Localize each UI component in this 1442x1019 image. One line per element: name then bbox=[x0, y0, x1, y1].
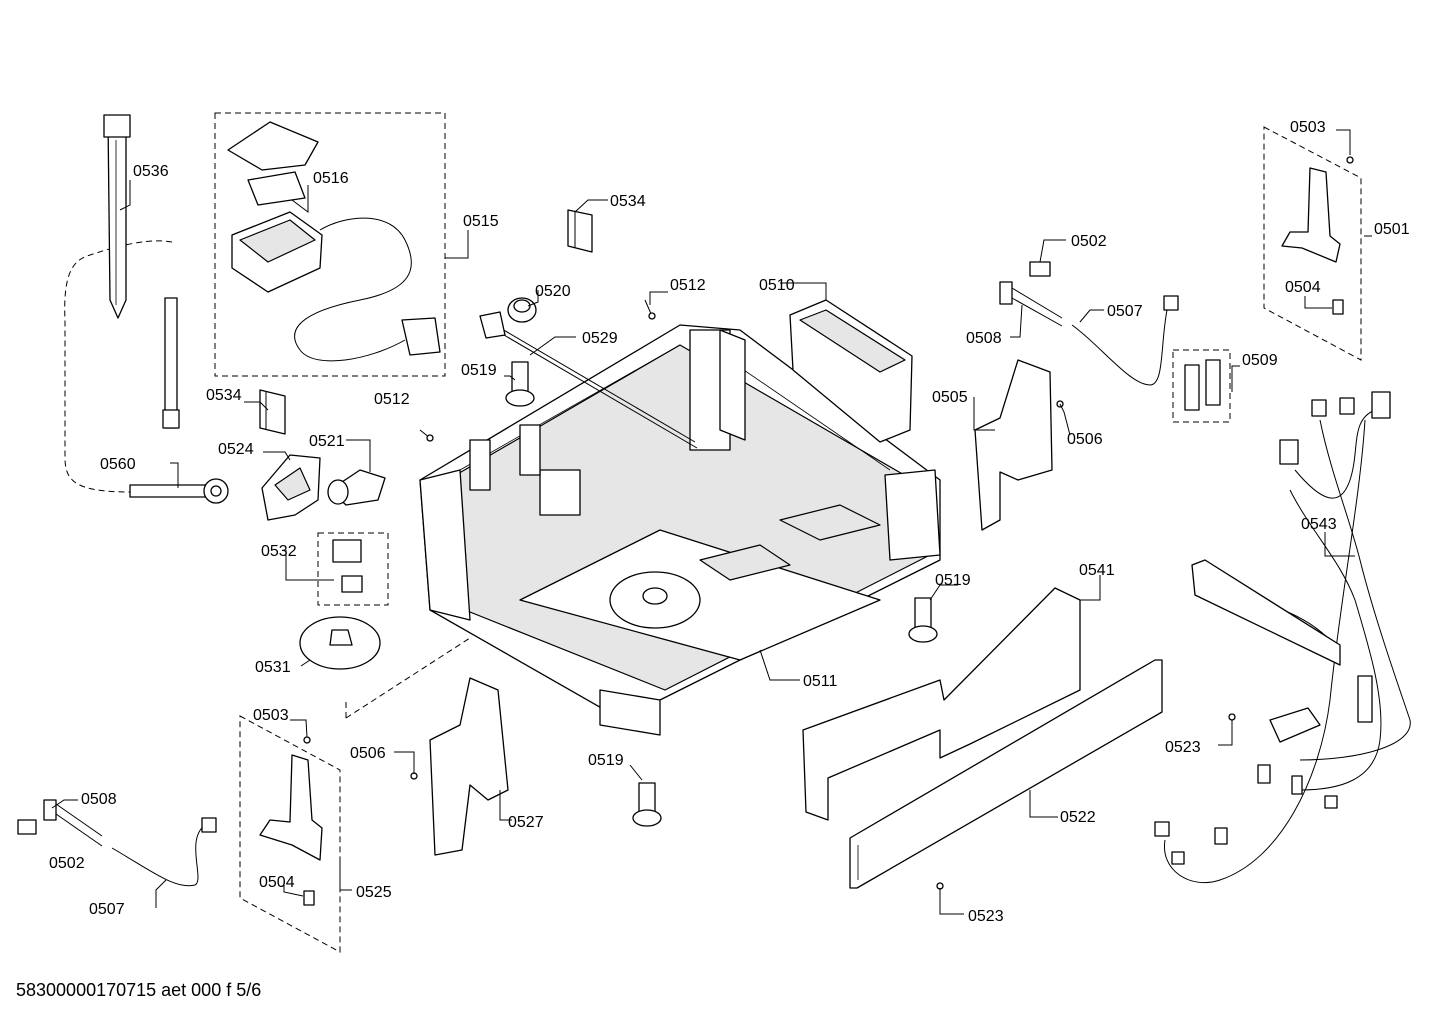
part-0512-b bbox=[419, 429, 434, 442]
part-0541 bbox=[802, 587, 1081, 821]
part-0509 bbox=[1184, 359, 1221, 411]
label-0520: 0520 bbox=[535, 283, 571, 300]
part-0521 bbox=[327, 469, 386, 506]
label-0503: 0503 bbox=[253, 707, 289, 724]
part-0525 bbox=[259, 736, 323, 906]
part-0531 bbox=[299, 616, 381, 670]
part-0519-c bbox=[632, 782, 662, 827]
part-0507-a bbox=[1071, 295, 1179, 386]
label-0519: 0519 bbox=[461, 362, 497, 379]
label-0524: 0524 bbox=[218, 441, 254, 458]
part-0508-a bbox=[999, 281, 1063, 327]
label-0519: 0519 bbox=[935, 572, 971, 589]
label-0522: 0522 bbox=[1060, 809, 1096, 826]
label-0505: 0505 bbox=[932, 389, 968, 406]
label-0519: 0519 bbox=[588, 752, 624, 769]
label-0527: 0527 bbox=[508, 814, 544, 831]
label-0560: 0560 bbox=[100, 456, 136, 473]
label-0531: 0531 bbox=[255, 659, 291, 676]
part-0524 bbox=[261, 454, 321, 521]
label-0510: 0510 bbox=[759, 277, 795, 294]
label-0525: 0525 bbox=[356, 884, 392, 901]
label-0536: 0536 bbox=[133, 163, 169, 180]
label-0504: 0504 bbox=[1285, 279, 1321, 296]
label-0504: 0504 bbox=[259, 874, 295, 891]
label-0503: 0503 bbox=[1290, 119, 1326, 136]
label-0512: 0512 bbox=[670, 277, 706, 294]
label-0523: 0523 bbox=[1165, 739, 1201, 756]
part-0543 bbox=[1154, 391, 1411, 884]
part-0502-b bbox=[17, 819, 37, 835]
part-0502-a bbox=[1029, 261, 1051, 277]
label-0508: 0508 bbox=[81, 791, 117, 808]
drawing-code: 58300000170715 aet 000 f 5/6 bbox=[16, 980, 262, 1000]
part-0534-a bbox=[567, 209, 593, 253]
label-0529: 0529 bbox=[582, 330, 618, 347]
part-0519-a bbox=[505, 361, 535, 407]
label-0508: 0508 bbox=[966, 330, 1002, 347]
part-0522 bbox=[849, 659, 1163, 889]
label-0506: 0506 bbox=[1067, 431, 1103, 448]
label-0534: 0534 bbox=[610, 193, 646, 210]
label-0541: 0541 bbox=[1079, 562, 1115, 579]
leader-lines bbox=[51, 129, 1372, 915]
label-0502: 0502 bbox=[49, 855, 85, 872]
part-0527 bbox=[429, 677, 509, 856]
label-0515: 0515 bbox=[463, 213, 499, 230]
part-0532 bbox=[332, 539, 363, 593]
group-frames bbox=[64, 112, 1362, 953]
label-0511: 0511 bbox=[803, 673, 838, 690]
label-0521: 0521 bbox=[309, 433, 345, 450]
label-0523: 0523 bbox=[968, 908, 1004, 925]
label-0502: 0502 bbox=[1071, 233, 1107, 250]
label-0507: 0507 bbox=[89, 901, 125, 918]
label-0543: 0543 bbox=[1301, 516, 1337, 533]
part-0501 bbox=[1281, 156, 1354, 315]
part-0516 bbox=[227, 121, 441, 362]
part-0507-b bbox=[111, 817, 217, 887]
label-0507: 0507 bbox=[1107, 303, 1143, 320]
part-0534-b bbox=[259, 389, 286, 435]
label-0532: 0532 bbox=[261, 543, 297, 560]
part-0505 bbox=[974, 359, 1053, 531]
part-0536 bbox=[103, 114, 131, 319]
part-0523-a bbox=[1228, 713, 1236, 721]
label-0506: 0506 bbox=[350, 745, 386, 762]
part-0529 bbox=[479, 311, 698, 449]
part-0512-a bbox=[644, 299, 656, 320]
part-0519-b bbox=[908, 597, 938, 643]
label-0509: 0509 bbox=[1242, 352, 1278, 369]
base-tub-0511 bbox=[419, 324, 941, 736]
label-0534: 0534 bbox=[206, 387, 242, 404]
part-0560 bbox=[129, 297, 229, 504]
callout-labels: 0536 0516 0515 0534 0534 0520 0512 0512 … bbox=[49, 119, 1410, 925]
label-0501: 0501 bbox=[1374, 221, 1410, 238]
part-0520 bbox=[507, 297, 537, 323]
label-0516: 0516 bbox=[313, 170, 349, 187]
label-0512: 0512 bbox=[374, 391, 410, 408]
part-0508-b bbox=[43, 799, 103, 847]
